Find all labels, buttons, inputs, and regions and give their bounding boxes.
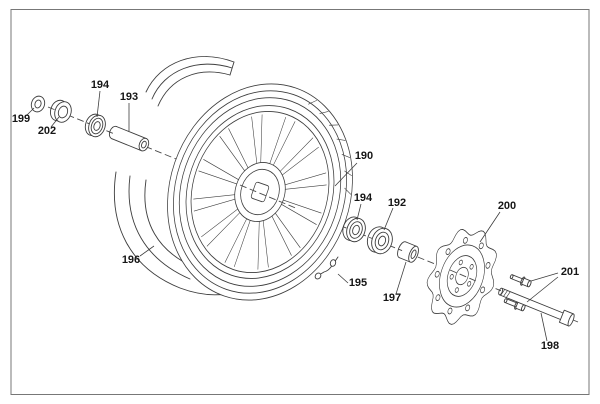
leader-195 (337, 273, 349, 284)
front-wheel-drawing (167, 83, 353, 301)
disc-holes (434, 237, 491, 315)
axle-nut-drawing (30, 95, 46, 113)
part-label-197: 197 (383, 292, 401, 304)
part-label-194-left: 194 (91, 79, 110, 91)
disc-bolt-a-drawing (509, 274, 532, 288)
part-label-190: 190 (355, 150, 373, 162)
tire-inner-edge (173, 90, 347, 294)
disc-center-hole (455, 266, 469, 286)
disc-bolt-holes (449, 259, 474, 293)
valve-stem-drawing (314, 256, 339, 280)
part-label-194-right: 194 (354, 192, 373, 204)
part-label-202: 202 (38, 125, 56, 137)
leader-194-left (96, 90, 101, 118)
part-label-196: 196 (122, 254, 140, 266)
leader-199 (26, 107, 35, 116)
leader-197 (395, 261, 407, 295)
axle-hole (250, 181, 270, 203)
tire-tread-marks (308, 100, 352, 195)
disc-wave-edge (426, 229, 497, 325)
oil-seal-drawing (366, 226, 393, 255)
part-label-201: 201 (561, 266, 579, 278)
bearing-left-drawing (84, 113, 106, 138)
leader-202 (50, 116, 60, 128)
rim-lip-outer (185, 105, 335, 279)
part-labels: 199 202 194 193 190 194 192 196 195 197 … (12, 79, 579, 352)
centerline-disc-segment (449, 269, 477, 282)
leader-194-right (356, 203, 362, 221)
part-label-200: 200 (498, 200, 516, 212)
leader-200 (479, 211, 501, 243)
bearing-right-drawing (342, 216, 366, 243)
leader-201-b (526, 276, 559, 303)
disc-band-inner-edge (439, 244, 485, 308)
side-collar-drawing (397, 241, 419, 263)
leader-201-a (530, 272, 559, 282)
leader-190 (334, 162, 358, 187)
part-label-195: 195 (349, 277, 367, 289)
leader-198 (540, 312, 548, 342)
wheel-spokes (193, 114, 327, 270)
brake-disc-drawing (426, 229, 497, 325)
front-axle-drawing (498, 287, 575, 327)
dust-seal-drawing (49, 99, 72, 123)
part-label-198: 198 (541, 340, 559, 352)
leader-lines (26, 90, 559, 342)
figure-border (10, 9, 590, 395)
leader-192 (383, 207, 394, 231)
part-label-192: 192 (388, 197, 406, 209)
distance-collar-drawing (108, 125, 150, 152)
rim-outer-edge (178, 97, 342, 287)
rim-lip-inner (190, 110, 330, 274)
part-label-193: 193 (120, 91, 138, 103)
leader-196 (139, 245, 155, 257)
part-label-199: 199 (12, 113, 30, 125)
